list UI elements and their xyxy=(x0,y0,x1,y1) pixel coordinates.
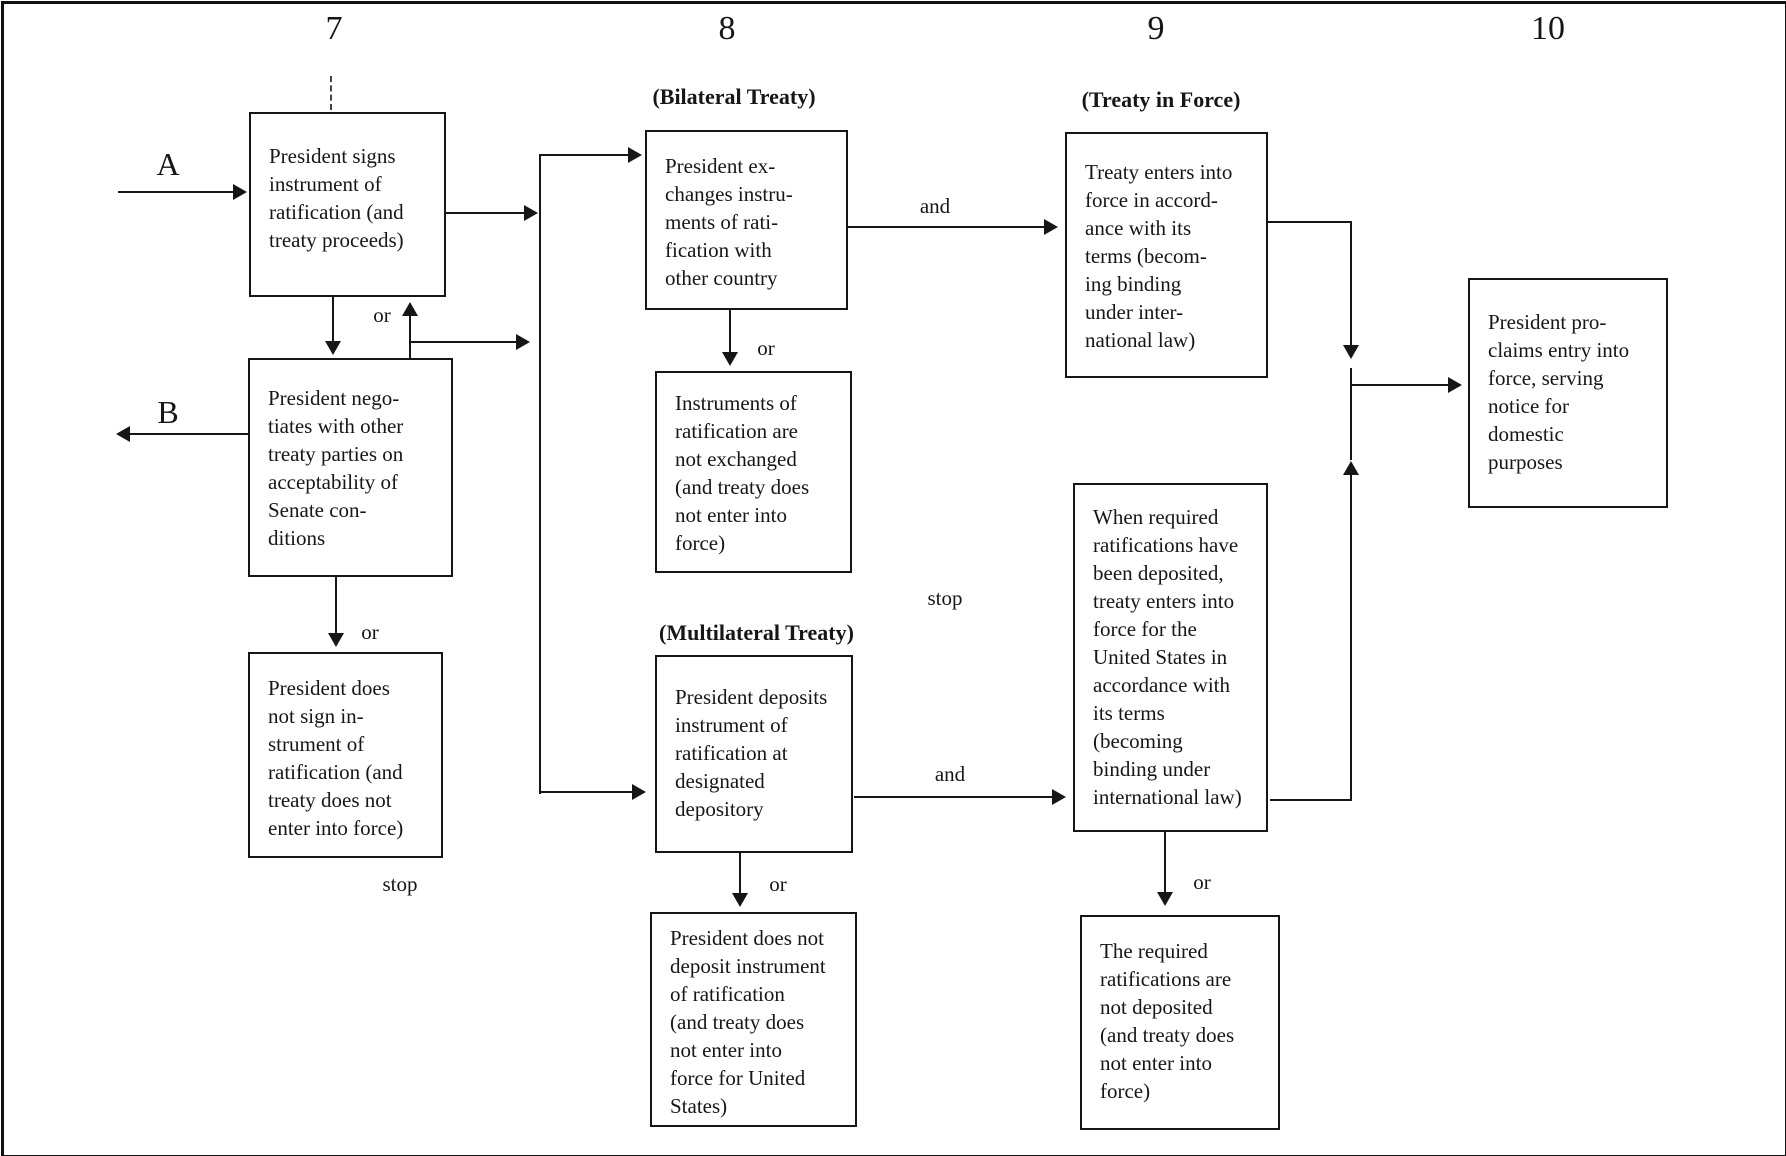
arrow-exchanges-to-notexchanged-head-icon xyxy=(722,352,738,366)
box-president-signs: President signs instrument of ratificati… xyxy=(249,112,446,297)
arrow-to-bilateral-head-icon xyxy=(628,147,642,163)
connector-whenrequired-up-line xyxy=(1350,475,1352,801)
column-header-9: 9 xyxy=(1147,10,1165,47)
arrow-signs-to-connector-line xyxy=(446,212,528,214)
section-label-bilateral-treaty: (Bilateral Treaty) xyxy=(652,84,816,109)
connector-inforce-right-line xyxy=(1268,221,1352,223)
entry-point-b: B xyxy=(157,394,179,430)
dashed-stub-line xyxy=(330,76,332,110)
arrow-and-bilateral-head-icon xyxy=(1044,219,1058,235)
arrow-whenrequired-to-notdeposited-head-icon xyxy=(1157,892,1173,906)
arrow-negotiates-to-signs-head-icon xyxy=(402,302,418,316)
connector-inforce-down-line xyxy=(1350,221,1352,345)
column-header-8: 8 xyxy=(718,10,736,47)
edge-label-or-1: or xyxy=(373,303,391,327)
box-president-proclaims: President pro- claims entry into force, … xyxy=(1468,278,1668,508)
box-not-exchanged: Instruments of ratification are not exch… xyxy=(655,371,852,573)
arrow-negotiates-to-connector-line xyxy=(411,341,521,343)
column-header-10: 10 xyxy=(1531,10,1565,47)
arrow-to-proclaims-head-icon xyxy=(1448,377,1462,393)
arrow-a-entry-head-icon xyxy=(233,184,247,200)
edge-label-or-2: or xyxy=(361,620,379,644)
connector-whenrequired-up-head-icon xyxy=(1343,461,1359,475)
section-label-multilateral-treaty: (Multilateral Treaty) xyxy=(659,620,854,645)
arrow-and-bilateral-line xyxy=(846,226,1048,228)
arrow-to-multilateral-line xyxy=(539,791,635,793)
arrow-negotiates-to-signs-line xyxy=(409,316,411,358)
edge-label-and-1: and xyxy=(919,194,951,218)
arrow-deposits-to-notdeposit-head-icon xyxy=(732,893,748,907)
arrow-exchanges-to-notexchanged-line xyxy=(729,310,731,352)
box-president-not-sign: President does not sign in- strument of … xyxy=(248,652,443,858)
box-ratifications-not-deposited: The required ratifications are not depos… xyxy=(1080,915,1280,1130)
arrow-to-bilateral-line xyxy=(539,154,631,156)
arrow-to-multilateral-head-icon xyxy=(632,784,646,800)
column-header-7: 7 xyxy=(325,10,343,47)
arrow-negotiates-to-notsign-line xyxy=(335,577,337,633)
edge-label-or-3: or xyxy=(757,336,775,360)
edge-label-or-4: or xyxy=(769,872,787,896)
edge-label-stop-2: stop xyxy=(927,586,963,610)
arrow-signs-to-negotiates-head-icon xyxy=(325,341,341,355)
box-not-deposit: President does not deposit instrument of… xyxy=(650,912,857,1127)
arrow-b-exit-line xyxy=(130,433,248,435)
connector-whenrequired-right-line xyxy=(1270,799,1352,801)
arrow-signs-to-connector-head-icon xyxy=(524,205,538,221)
box-exchanges-instruments: President ex- changes instru- ments of r… xyxy=(645,130,848,310)
box-deposits-instrument: President deposits instrument of ratific… xyxy=(655,655,853,853)
box-when-required-ratifications: When required ratifications have been de… xyxy=(1073,483,1268,832)
edge-label-or-5: or xyxy=(1193,870,1211,894)
arrow-negotiates-to-connector-head-icon xyxy=(516,334,530,350)
arrow-and-multilateral-head-icon xyxy=(1052,789,1066,805)
entry-point-a: A xyxy=(156,146,180,182)
arrow-to-proclaims-line xyxy=(1352,384,1452,386)
arrow-and-multilateral-line xyxy=(854,796,1056,798)
arrow-deposits-to-notdeposit-line xyxy=(739,853,741,893)
box-president-negotiates: President nego- tiates with other treaty… xyxy=(248,358,453,577)
arrow-a-entry-line xyxy=(118,191,236,193)
arrow-b-exit-head-icon xyxy=(116,426,130,442)
arrow-signs-to-negotiates-line xyxy=(332,297,334,341)
arrow-whenrequired-to-notdeposited-line xyxy=(1164,832,1166,892)
junction-mid-line xyxy=(1350,368,1352,460)
arrow-negotiates-to-notsign-head-icon xyxy=(328,633,344,647)
connector-inforce-down-head-icon xyxy=(1343,345,1359,359)
box-treaty-enters-force: Treaty enters into force in accord- ance… xyxy=(1065,132,1268,378)
connector-vertical-line xyxy=(539,154,541,794)
edge-label-and-2: and xyxy=(934,762,966,786)
edge-label-stop-1: stop xyxy=(382,872,418,896)
section-label-treaty-in-force: (Treaty in Force) xyxy=(1081,87,1241,112)
